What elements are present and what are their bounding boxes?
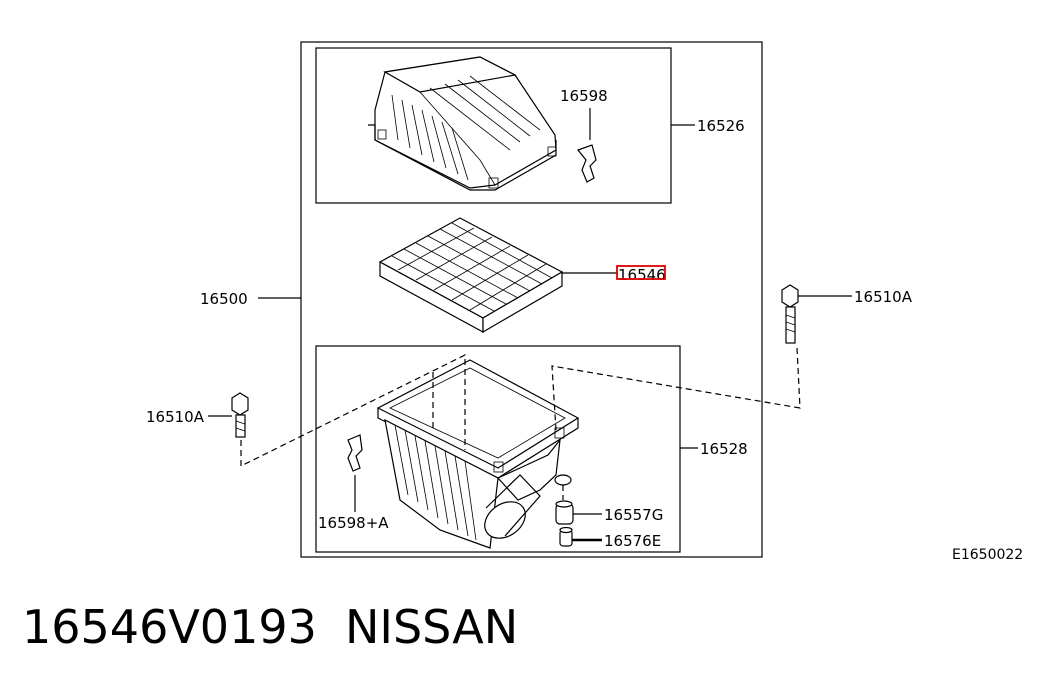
callout-16526[interactable]: 16526 (697, 117, 745, 135)
figure-code: E1650022 (952, 547, 1023, 563)
air-cleaner-cover-part[interactable] (368, 56, 557, 191)
assembly-line-right (551, 347, 801, 431)
part-number: 16546V0193 (22, 600, 317, 654)
lower-case-subassembly-box (315, 345, 681, 553)
callout-16510a-right[interactable]: 16510A (854, 288, 913, 306)
callout-16528[interactable]: 16528 (700, 440, 748, 458)
bolt-part-right[interactable] (781, 284, 799, 344)
callout-16598[interactable]: 16598 (560, 87, 608, 105)
air-filter-element-part[interactable] (378, 217, 564, 334)
air-cleaner-lower-case-part[interactable] (376, 359, 580, 549)
brand-name: NISSAN (345, 600, 519, 654)
grommet-part[interactable] (555, 500, 574, 525)
clip-part-upper[interactable] (577, 144, 597, 183)
exploded-parts-diagram: 16598 16526 16546 16500 16510A 16510A 16… (146, 41, 1023, 563)
callout-16557g[interactable]: 16557G (604, 506, 663, 524)
callout-16598a[interactable]: 16598+A (318, 514, 389, 532)
assembly-frame (300, 41, 763, 558)
callout-16500[interactable]: 16500 (200, 290, 248, 308)
plug-part[interactable] (559, 526, 573, 547)
assembly-line-left (240, 354, 466, 467)
bolt-part-left[interactable] (231, 392, 249, 438)
callout-16546[interactable]: 16546 (618, 266, 666, 284)
callout-16546-highlight (616, 265, 666, 280)
callout-16576e[interactable]: 16576E (604, 532, 661, 550)
clip-part-lower[interactable] (347, 434, 363, 472)
callout-16510a-left[interactable]: 16510A (146, 408, 205, 426)
